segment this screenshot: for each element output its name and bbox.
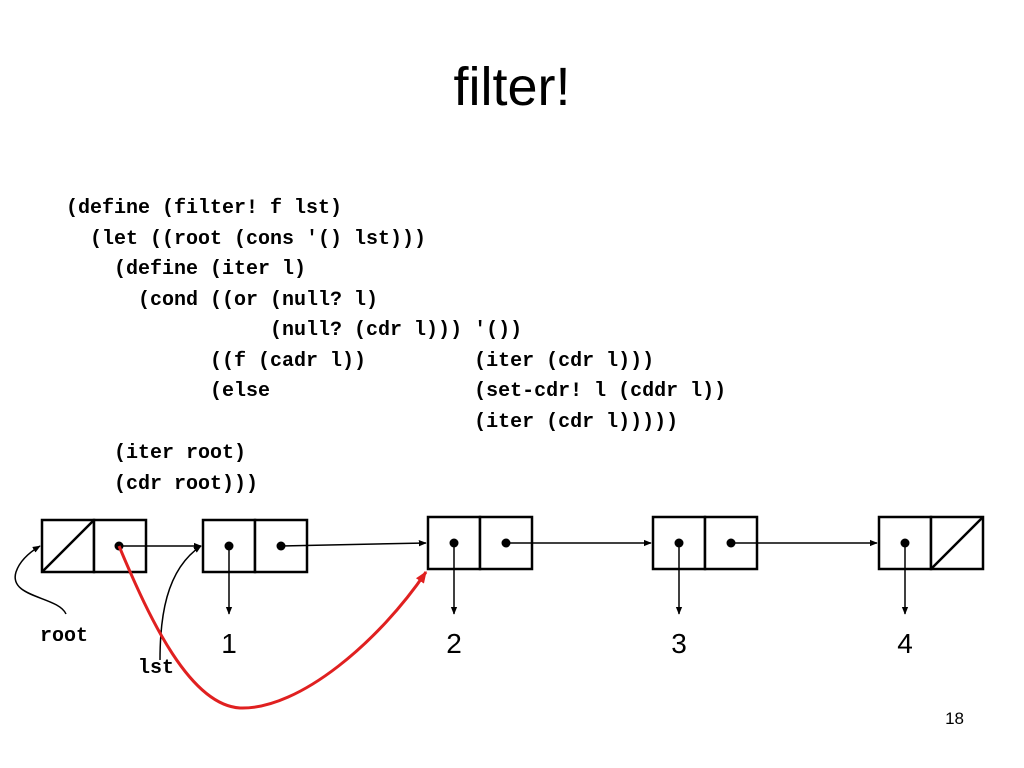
element-label: 4 — [897, 628, 913, 659]
null-slash — [41, 519, 95, 573]
cons-cell-4 — [877, 515, 985, 571]
cdr-arrow — [280, 539, 427, 547]
lst-pointer-arrow — [159, 545, 202, 661]
lst-label: lst — [138, 657, 174, 680]
set-cdr-highlight-arrow — [117, 545, 428, 710]
root-pointer-arrow — [14, 545, 67, 615]
root-label: root — [40, 625, 88, 648]
slide-title: filter! — [453, 57, 571, 117]
element-label: 1 — [221, 628, 237, 659]
null-slash — [930, 516, 984, 570]
page-number: 18 — [945, 709, 964, 728]
element-label: 3 — [671, 628, 687, 659]
element-label: 2 — [446, 628, 462, 659]
